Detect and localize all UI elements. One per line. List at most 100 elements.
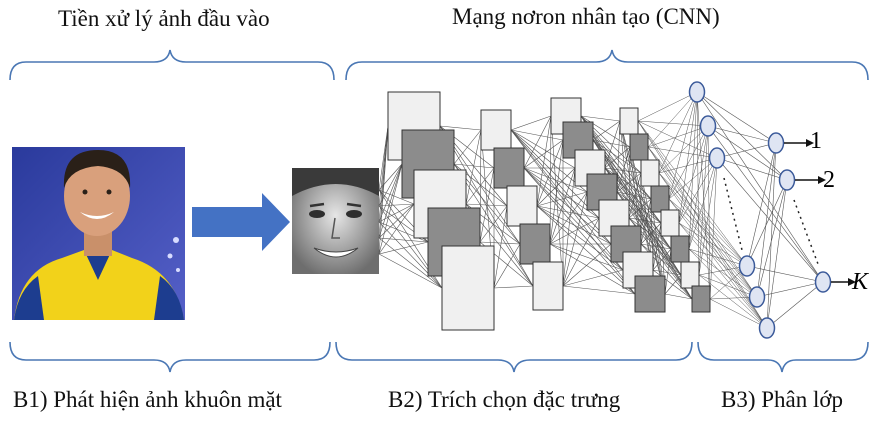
step-b2-label: B2) Trích chọn đặc trưng [388, 387, 621, 412]
connection-line [562, 285, 636, 295]
connection-line [523, 167, 636, 295]
connection-line [668, 198, 768, 329]
output-label-1: 1 [810, 128, 822, 154]
connection-line [664, 274, 682, 295]
connection-line [698, 274, 768, 329]
bracket-bottom-b3 [697, 341, 869, 373]
connection-line [678, 91, 698, 224]
connection-line [378, 163, 403, 207]
connection-line [640, 172, 666, 295]
feature-map-2 [532, 261, 564, 311]
neuron-node [699, 115, 717, 137]
feature-maps [387, 91, 711, 331]
connection-line [562, 191, 588, 287]
connection-line [378, 163, 403, 223]
connection-line [658, 172, 748, 267]
connection-line [562, 167, 576, 287]
connection-line [640, 243, 682, 276]
connection-line [647, 146, 718, 159]
connection-line [549, 115, 552, 245]
face-crop-icon [292, 168, 379, 274]
step-b1-label: B1) Phát hiện ảnh khuôn mặt [13, 387, 282, 412]
connection-line [479, 205, 508, 243]
connection-line [439, 125, 482, 131]
connection-line [619, 120, 642, 245]
connection-line [493, 205, 508, 289]
connection-line [592, 139, 642, 174]
connection-line [766, 142, 777, 329]
bracket-bottom-b2 [335, 341, 693, 373]
connection-line [378, 203, 415, 239]
connection-line [439, 125, 534, 287]
feature-map-4 [640, 159, 660, 187]
connection-line [536, 115, 552, 207]
connection-line [562, 243, 612, 287]
connection-line [536, 139, 564, 207]
connection-line [378, 125, 389, 255]
connection-line [616, 191, 652, 200]
connection-line [688, 248, 768, 329]
connection-line [604, 167, 682, 276]
feature-map-2 [493, 147, 525, 189]
connection-line [378, 189, 415, 205]
connection-line [510, 129, 612, 245]
connection-line [562, 217, 600, 287]
connection-line [493, 285, 534, 289]
connection-line [465, 203, 508, 207]
connection-line [647, 146, 768, 329]
connection-line [378, 163, 403, 255]
connection-line [549, 243, 624, 271]
connection-line [658, 91, 698, 174]
connection-line [716, 157, 824, 283]
output-label-2: 2 [823, 167, 835, 193]
connection-line [619, 120, 666, 295]
connection-line [637, 120, 768, 329]
ellipsis-dots [723, 177, 743, 251]
connection-line [453, 163, 534, 287]
connection-line [707, 125, 824, 283]
connection-line [698, 125, 709, 276]
connection-line [523, 139, 564, 169]
connection-line [707, 125, 777, 144]
connection-line [668, 157, 718, 200]
connection-line [640, 222, 662, 245]
connection-line [604, 146, 631, 169]
ellipsis-dots [793, 199, 819, 265]
connection-line [746, 179, 788, 267]
feature-map-4 [691, 285, 711, 313]
connection-line [592, 120, 621, 141]
connection-line [536, 191, 588, 207]
connection-line [746, 142, 777, 267]
connection-line [756, 142, 777, 298]
connection-line [549, 191, 588, 245]
connection-line [698, 157, 718, 276]
connection-line [640, 243, 672, 250]
output-arrowhead [806, 139, 814, 147]
connection-line [510, 115, 552, 131]
connection-line [629, 146, 654, 271]
connection-line [652, 269, 682, 276]
process-arrow [192, 193, 290, 251]
step-b3-label: B3) Phân lớp [721, 387, 844, 412]
connection-line [580, 115, 682, 276]
connection-line [619, 120, 654, 271]
connection-line [453, 129, 482, 165]
person-photo-icon [12, 147, 185, 320]
neuron-node [778, 169, 796, 191]
connection-line [628, 198, 652, 219]
connection-line [688, 157, 718, 250]
feature-map-1 [441, 245, 495, 331]
neuron-node [758, 317, 776, 339]
connection-line [658, 157, 718, 174]
neuron-node [738, 255, 756, 277]
connection-line [664, 293, 693, 300]
connection-line [378, 203, 415, 207]
bracket-top-preprocess [9, 49, 335, 81]
connection-line [523, 115, 552, 169]
connection-line [707, 125, 788, 181]
connection-line [580, 115, 621, 122]
preprocess-title: Tiền xử lý ảnh đầu vào [58, 6, 270, 31]
connection-line [668, 125, 709, 200]
feature-map-4 [619, 107, 639, 135]
